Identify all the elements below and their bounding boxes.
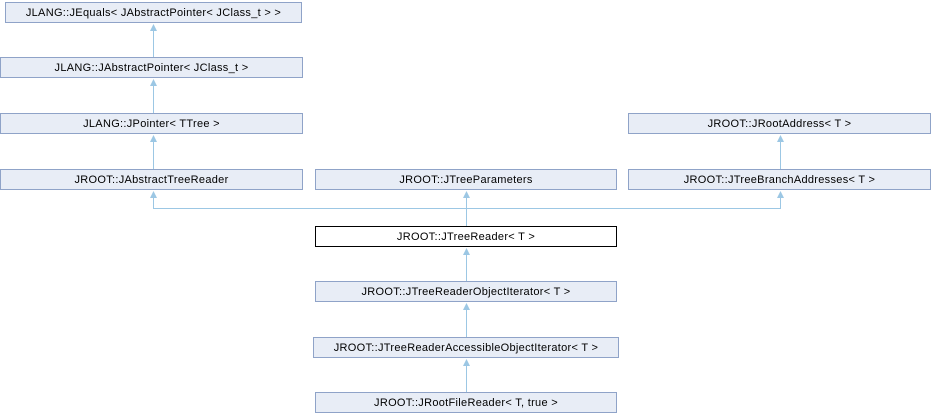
inheritance-arrow <box>463 248 470 281</box>
class-node-jtreeparameters[interactable]: JROOT::JTreeParameters <box>315 169 617 190</box>
class-node-jtreereader-current: JROOT::JTreeReader< T > <box>315 226 617 247</box>
class-node-jequals[interactable]: JLANG::JEquals< JAbstractPointer< JClass… <box>5 2 302 23</box>
inheritance-arrow <box>150 135 157 169</box>
class-node-jabstracttreereader[interactable]: JROOT::JAbstractTreeReader <box>0 169 303 190</box>
class-node-jpointer[interactable]: JLANG::JPointer< TTree > <box>0 113 303 134</box>
class-node-jtreebranchaddresses[interactable]: JROOT::JTreeBranchAddresses< T > <box>628 169 931 190</box>
class-node-jtreereaderobjectiterator[interactable]: JROOT::JTreeReaderObjectIterator< T > <box>315 281 617 302</box>
inheritance-arrow <box>463 191 470 226</box>
inheritance-arrow <box>150 191 784 209</box>
class-node-jtreereaderaccessibleobjectiterator[interactable]: JROOT::JTreeReaderAccessibleObjectIterat… <box>313 337 619 358</box>
class-node-jabstractpointer[interactable]: JLANG::JAbstractPointer< JClass_t > <box>0 57 303 78</box>
class-node-jrootaddress[interactable]: JROOT::JRootAddress< T > <box>628 113 931 134</box>
inheritance-arrow <box>150 24 157 57</box>
inheritance-arrow <box>150 79 157 113</box>
inheritance-arrow <box>463 303 470 337</box>
class-node-jrootfilereader[interactable]: JROOT::JRootFileReader< T, true > <box>315 392 617 413</box>
inheritance-arrow <box>463 359 470 392</box>
inheritance-arrow <box>777 135 784 169</box>
